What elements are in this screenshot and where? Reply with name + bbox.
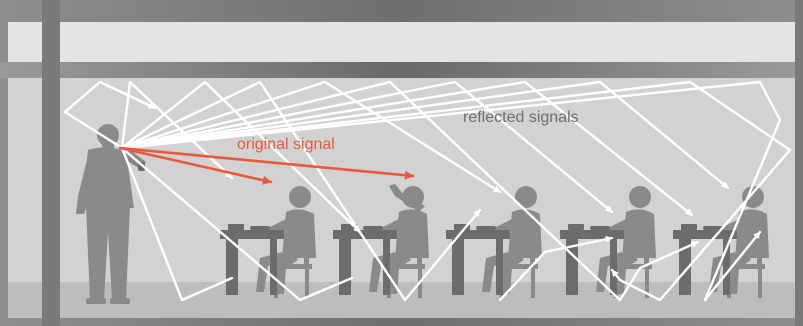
teacher-figure <box>76 124 146 304</box>
reflected-signal-path <box>120 80 730 190</box>
reflected-signal-path <box>120 80 614 214</box>
desk-icon <box>220 224 284 295</box>
reflected-signal-path <box>120 146 234 302</box>
reflected-signal-path <box>120 80 407 302</box>
reflected-signal-path <box>120 80 694 217</box>
reflected-signal-path <box>120 80 792 302</box>
original-signal <box>118 146 415 185</box>
reflected-signal-path <box>120 80 622 302</box>
reflected-signal-path <box>120 80 362 234</box>
reflected-signal-path <box>618 240 700 302</box>
reflected-signals <box>63 80 792 302</box>
original-signal-label: original signal <box>237 136 335 153</box>
right-pillar <box>795 0 803 326</box>
upper-window-band <box>8 22 795 62</box>
desk-icon <box>673 224 737 295</box>
original-signal-arrow-1 <box>118 146 273 185</box>
desk-icon <box>446 224 510 295</box>
floor <box>8 282 795 318</box>
reflected-signal-path <box>498 235 614 302</box>
reflected-signal-path <box>120 80 502 194</box>
original-signal-arrow-2 <box>118 146 415 180</box>
student-desk-group <box>220 186 316 298</box>
reflected-signal-path <box>120 80 234 180</box>
reflected-signal-path <box>403 208 482 302</box>
reflected-signal-path <box>120 146 354 302</box>
left-pillar <box>42 0 60 326</box>
reflected-signals-label: reflected signals <box>463 109 579 126</box>
ceiling-beam <box>0 62 803 78</box>
reflected-signal-path <box>610 268 662 302</box>
reflected-signal-path <box>703 230 762 302</box>
student-figure <box>256 186 316 294</box>
reflected-signal-path <box>120 80 782 302</box>
student-figure <box>482 186 542 294</box>
student-figure <box>369 184 429 294</box>
student-figure <box>596 186 656 294</box>
student-desk-group <box>446 186 542 298</box>
student-desk-group <box>333 184 429 298</box>
